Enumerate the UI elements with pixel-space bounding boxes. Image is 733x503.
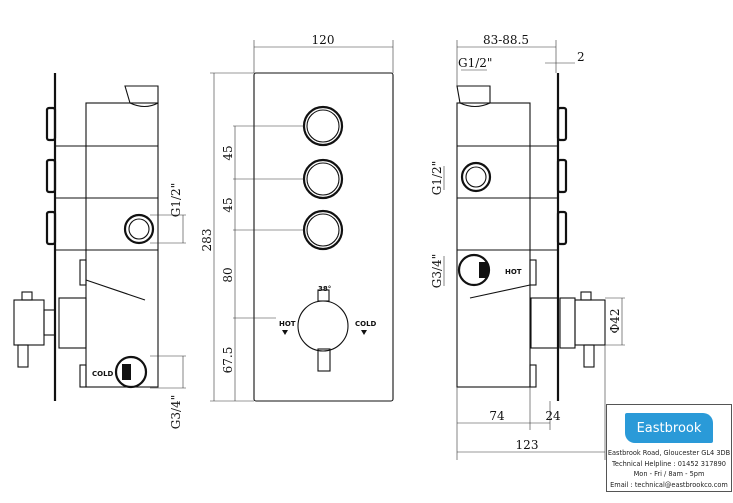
diameter-dimension: Φ42 xyxy=(608,308,622,333)
valve-body xyxy=(85,102,159,388)
height-dimension: 283 xyxy=(200,229,214,252)
cold-label: COLD xyxy=(355,320,377,328)
top-outlet xyxy=(124,85,159,108)
handle-lever xyxy=(317,348,331,372)
plate-dimension: 2 xyxy=(577,50,585,64)
inlet-port-cold xyxy=(114,355,148,389)
top-outlet xyxy=(456,85,491,108)
outlet-port xyxy=(460,161,492,193)
inlet-thread-label: G3/4" xyxy=(430,254,444,288)
outlet-thread-label: G1/2" xyxy=(169,183,183,217)
cold-arrow-icon xyxy=(361,330,367,335)
inlet-port-hot xyxy=(457,253,491,287)
hot-label: HOT xyxy=(505,268,522,276)
right-side-view: HOT 83-88.5 2 G1/2" G1/2" G3/4" Φ42 74 2… xyxy=(430,33,625,460)
body-dimension: 74 xyxy=(489,409,505,423)
handle-dimension: 24 xyxy=(545,409,561,423)
email: Email : technical@eastbrookco.com xyxy=(610,480,728,489)
handle-body xyxy=(574,299,606,346)
diverter-button-2 xyxy=(302,158,344,200)
front-plate xyxy=(253,72,394,402)
total-dimension: 123 xyxy=(516,438,539,452)
cold-label: COLD xyxy=(92,370,114,378)
handle-indicator xyxy=(317,289,330,302)
address: Eastbrook Road, Gloucester GL4 3DB xyxy=(607,449,731,457)
outlet-thread-label: G1/2" xyxy=(430,161,444,195)
eastbrook-logo: Eastbrook xyxy=(625,413,713,443)
hot-arrow-icon xyxy=(282,330,288,335)
helpline: Technical Helpline : 01452 317890 xyxy=(612,459,726,468)
spacing-dimension: 45 xyxy=(221,145,235,160)
button-stem xyxy=(45,158,57,194)
button-stem xyxy=(45,106,57,142)
opening-hours: Mon - Fri / 8am - 5pm xyxy=(633,470,705,478)
spacing-dimension: 80 xyxy=(221,267,235,282)
front-view: 38° HOT COLD 120 283 45 45 80 67.5 xyxy=(200,33,394,402)
spacing-dimension: 45 xyxy=(221,197,235,212)
left-side-view: COLD G1/2" G3/4" xyxy=(13,73,186,429)
spacing-dimension: 67.5 xyxy=(221,347,235,374)
diverter-button-3 xyxy=(302,209,344,251)
angle-label: 38° xyxy=(318,285,331,293)
hot-label: HOT xyxy=(279,320,296,328)
brand-info-box: Eastbrook Eastbrook Road, Gloucester GL4… xyxy=(606,404,732,492)
width-dimension: 120 xyxy=(312,33,335,47)
thermostatic-handle xyxy=(297,300,349,352)
handle-body xyxy=(13,299,45,346)
inlet-thread-label: G3/4" xyxy=(169,395,183,429)
depth-dimension: 83-88.5 xyxy=(483,33,529,47)
button-stem xyxy=(45,210,57,246)
diverter-button-1 xyxy=(302,105,344,147)
valve-body xyxy=(456,102,531,388)
top-outlet-label: G1/2" xyxy=(458,56,492,70)
outlet-port xyxy=(123,213,155,245)
